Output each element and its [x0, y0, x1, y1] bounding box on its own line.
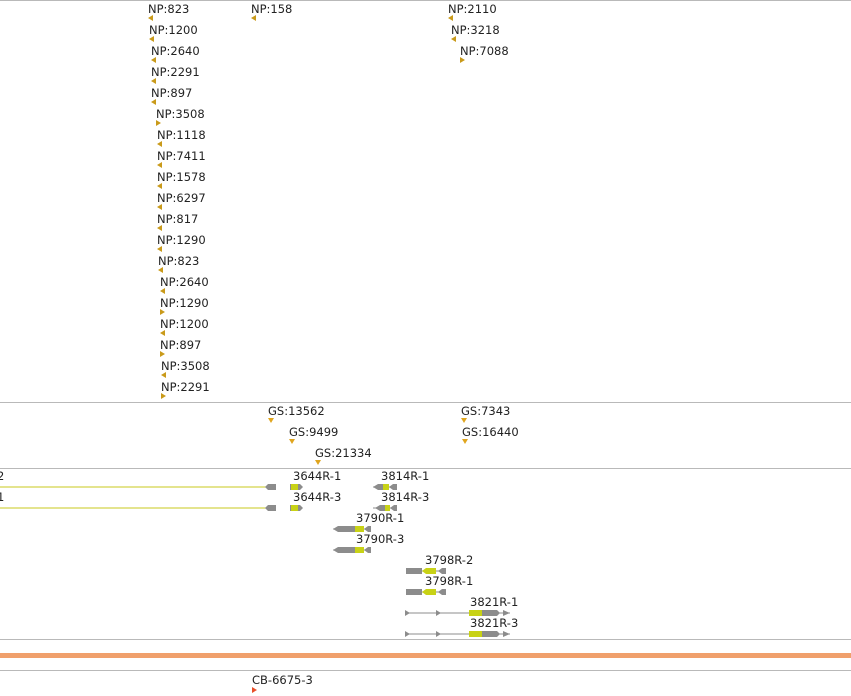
transcript-glyph[interactable] — [0, 484, 303, 490]
feature-marker-left-icon[interactable] — [151, 78, 156, 84]
transcript-glyph[interactable] — [373, 505, 397, 511]
transcript-glyph[interactable] — [0, 505, 303, 511]
np-feature-label[interactable]: NP:2640 — [160, 275, 209, 289]
np-feature-label[interactable]: NP:1578 — [157, 170, 206, 184]
feature-marker-down-icon[interactable] — [268, 418, 274, 423]
np-feature-label[interactable]: NP:823 — [158, 254, 200, 268]
feature-marker-left-icon[interactable] — [158, 267, 163, 273]
np-feature-label[interactable]: NP:2640 — [151, 44, 200, 58]
feature-marker-left-icon[interactable] — [251, 15, 256, 21]
feature-marker-right-icon[interactable] — [161, 393, 166, 399]
feature-marker-left-icon[interactable] — [157, 183, 162, 189]
np-feature-label[interactable]: NP:3508 — [156, 107, 205, 121]
transcript-glyph[interactable] — [405, 610, 510, 616]
feature-marker-left-icon[interactable] — [148, 15, 153, 21]
feature-marker-left-icon[interactable] — [157, 204, 162, 210]
feature-marker-left-icon[interactable] — [149, 36, 154, 42]
feature-marker-left-icon[interactable] — [151, 99, 156, 105]
gs-feature-label[interactable]: GS:21334 — [315, 446, 372, 460]
feature-marker-left-icon[interactable] — [157, 141, 162, 147]
cb-feature-label[interactable]: CB-6675-3 — [252, 673, 313, 687]
np-feature-label[interactable]: NP:3218 — [451, 23, 500, 37]
feature-marker-down-icon[interactable] — [289, 439, 295, 444]
transcript-label[interactable]: 1 — [0, 490, 5, 504]
np-feature-label[interactable]: NP:1290 — [157, 233, 206, 247]
np-feature-label[interactable]: NP:1290 — [160, 296, 209, 310]
np-feature-label[interactable]: NP:1200 — [160, 317, 209, 331]
np-feature-label[interactable]: NP:6297 — [157, 191, 206, 205]
transcript-glyph[interactable] — [406, 589, 446, 595]
transcript-glyph[interactable] — [333, 526, 371, 532]
feature-marker-down-icon[interactable] — [462, 439, 468, 444]
feature-marker-right-icon[interactable] — [160, 351, 165, 357]
transcript-glyph[interactable] — [333, 547, 371, 553]
transcript-label[interactable]: 3790R-1 — [356, 511, 405, 525]
feature-marker-right-icon[interactable] — [160, 309, 165, 315]
np-feature-label[interactable]: NP:897 — [151, 86, 193, 100]
np-feature-label[interactable]: NP:7411 — [157, 149, 206, 163]
transcript-glyph[interactable] — [405, 631, 510, 637]
feature-marker-right-icon[interactable] — [156, 120, 161, 126]
feature-marker-left-icon[interactable] — [157, 225, 162, 231]
transcript-label[interactable]: 3790R-3 — [356, 532, 405, 546]
feature-marker-down-icon[interactable] — [461, 418, 467, 423]
gs-feature-label[interactable]: GS:13562 — [268, 404, 325, 418]
transcript-label[interactable]: 3814R-3 — [381, 490, 430, 504]
feature-marker-left-icon[interactable] — [160, 330, 165, 336]
np-feature-label[interactable]: NP:2110 — [448, 2, 497, 16]
lane-divider — [0, 670, 851, 671]
feature-marker-down-icon[interactable] — [315, 460, 321, 465]
lane-divider — [0, 639, 851, 640]
feature-marker-right-icon[interactable] — [252, 687, 257, 693]
np-feature-label[interactable]: NP:1118 — [157, 128, 206, 142]
np-feature-label[interactable]: NP:3508 — [161, 359, 210, 373]
transcript-label[interactable]: 2 — [0, 469, 5, 483]
np-feature-label[interactable]: NP:2291 — [151, 65, 200, 79]
lane-divider — [0, 468, 851, 469]
feature-marker-left-icon[interactable] — [160, 288, 165, 294]
sequence-band — [0, 653, 851, 658]
transcript-label[interactable]: 3821R-1 — [470, 595, 519, 609]
feature-marker-left-icon[interactable] — [161, 372, 166, 378]
np-feature-label[interactable]: NP:897 — [160, 338, 202, 352]
feature-marker-left-icon[interactable] — [448, 15, 453, 21]
transcript-label[interactable]: 3814R-1 — [381, 469, 430, 483]
transcript-glyph[interactable] — [406, 568, 446, 574]
np-feature-label[interactable]: NP:2291 — [161, 380, 210, 394]
np-feature-label[interactable]: NP:1200 — [149, 23, 198, 37]
transcript-label[interactable]: 3798R-2 — [425, 553, 474, 567]
gs-feature-label[interactable]: GS:16440 — [462, 425, 519, 439]
transcript-label[interactable]: 3798R-1 — [425, 574, 474, 588]
np-feature-label[interactable]: NP:7088 — [460, 44, 509, 58]
gs-feature-label[interactable]: GS:9499 — [289, 425, 339, 439]
transcript-glyph[interactable] — [373, 484, 397, 490]
feature-marker-left-icon[interactable] — [451, 36, 456, 42]
transcript-label[interactable]: 3821R-3 — [470, 616, 519, 630]
transcript-label[interactable]: 3644R-3 — [293, 490, 342, 504]
transcript-label[interactable]: 3644R-1 — [293, 469, 342, 483]
np-feature-label[interactable]: NP:158 — [251, 2, 293, 16]
gs-feature-label[interactable]: GS:7343 — [461, 404, 511, 418]
lane-divider — [0, 0, 851, 1]
feature-marker-left-icon[interactable] — [151, 57, 156, 63]
np-feature-label[interactable]: NP:823 — [148, 2, 190, 16]
feature-marker-left-icon[interactable] — [157, 246, 162, 252]
lane-divider — [0, 402, 851, 403]
feature-marker-left-icon[interactable] — [157, 162, 162, 168]
feature-marker-right-icon[interactable] — [460, 57, 465, 63]
np-feature-label[interactable]: NP:817 — [157, 212, 199, 226]
